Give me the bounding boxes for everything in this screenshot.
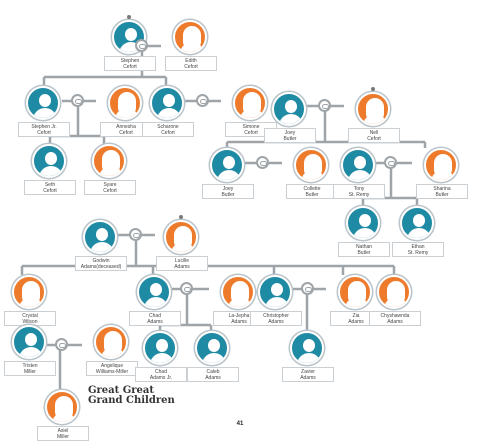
person-card[interactable]: Edith Cefort (161, 20, 221, 78)
female-avatar-icon (108, 86, 142, 120)
person-card[interactable]: Angelique Williams-Miller (82, 325, 142, 383)
person-card[interactable]: Nathan Butler (334, 206, 394, 264)
female-avatar-icon (294, 148, 328, 182)
person-name-label: Tony St. Remy (333, 184, 385, 199)
person-name-label: Joey Butler (264, 128, 316, 143)
spouse-link-icon (55, 338, 68, 351)
person-name-label: Stephen Cefort (104, 56, 156, 71)
male-avatar-icon (150, 86, 184, 120)
male-avatar-icon (143, 331, 177, 365)
female-avatar-icon (221, 275, 255, 309)
person-name-label: Lucille Adams (156, 256, 208, 271)
person-card[interactable]: Asiel Miller (33, 390, 93, 448)
spouse-link-icon (196, 94, 209, 107)
male-avatar-icon (400, 206, 434, 240)
male-avatar-icon (12, 325, 46, 359)
person-name-label: Asiel Miller (37, 426, 89, 441)
person-card[interactable]: Zavier Adams (278, 331, 338, 389)
person-name-label: Zavier Adams (282, 367, 334, 382)
person-card[interactable]: Collette Butler (282, 148, 342, 206)
male-avatar-icon (258, 275, 292, 309)
person-card[interactable]: Stephen Jr. Cefort (14, 86, 74, 144)
person-card[interactable]: Seth Cefort (20, 144, 80, 202)
person-name-label: Syare Cefort (84, 180, 136, 195)
person-name-label: Stephen Jr. Cefort (18, 122, 70, 137)
person-name-label: Seth Cefort (24, 180, 76, 195)
female-avatar-icon (45, 390, 79, 424)
female-avatar-icon (424, 148, 458, 182)
male-avatar-icon (137, 275, 171, 309)
spouse-link-icon (129, 228, 142, 241)
person-card[interactable]: Caleb Adams (183, 331, 243, 389)
person-card[interactable]: Chyshawnda Adams (365, 275, 425, 333)
person-card[interactable]: Stephen Cefort (100, 15, 160, 78)
person-name-label: Godwin Adams(deceased) (75, 256, 127, 271)
person-card[interactable]: Ethan St. Remy (388, 206, 448, 264)
person-card[interactable]: Nell Cefort (344, 87, 404, 150)
spouse-link-icon (180, 282, 193, 295)
male-avatar-icon (346, 206, 380, 240)
spouse-link-icon (256, 156, 269, 169)
male-avatar-icon (290, 331, 324, 365)
person-name-label: Angelique Williams-Miller (86, 361, 138, 376)
pin-marker-icon (371, 87, 375, 91)
female-avatar-icon (12, 275, 46, 309)
male-avatar-icon (195, 331, 229, 365)
female-avatar-icon (377, 275, 411, 309)
person-name-label: Tristen Miller (4, 361, 56, 376)
male-avatar-icon (32, 144, 66, 178)
person-name-label: Joey Butler (202, 184, 254, 199)
male-avatar-icon (112, 20, 146, 54)
person-card[interactable]: Scharone Cefort (138, 86, 198, 144)
person-name-label: Caleb Adams (187, 367, 239, 382)
person-name-label: Chad Adams (129, 311, 181, 326)
person-card[interactable]: Chad Adams (125, 275, 185, 333)
person-name-label: Chyshawnda Adams (369, 311, 421, 326)
female-avatar-icon (356, 92, 390, 126)
person-card[interactable]: Tony St. Remy (329, 148, 389, 206)
person-name-label: Sharina Butler (416, 184, 468, 199)
spouse-link-icon (318, 99, 331, 112)
person-name-label: Christopher Adams (250, 311, 302, 326)
male-avatar-icon (341, 148, 375, 182)
person-card[interactable]: Christopher Adams (246, 275, 306, 333)
person-card[interactable]: Syare Cefort (80, 144, 140, 202)
pin-marker-icon (127, 15, 131, 19)
page-number: 41 (236, 421, 244, 427)
person-card[interactable]: Lucille Adams (152, 215, 212, 278)
male-avatar-icon (210, 148, 244, 182)
female-avatar-icon (233, 86, 267, 120)
person-name-label: Nathan Butler (338, 242, 390, 257)
person-card[interactable]: Joey Butler (260, 92, 320, 150)
female-avatar-icon (338, 275, 372, 309)
person-card[interactable]: Tristen Miller (0, 325, 60, 383)
spouse-link-icon (301, 282, 314, 295)
person-card[interactable]: Joey Butler (198, 148, 258, 206)
spouse-link-icon (384, 156, 397, 169)
person-name-label: Chad Adams Jr. (135, 367, 187, 382)
female-avatar-icon (164, 220, 198, 254)
female-avatar-icon (173, 20, 207, 54)
person-name-label: Crystal Wilson (4, 311, 56, 326)
generation-caption: Great Great Grand Children (88, 385, 175, 406)
spouse-link-icon (71, 94, 84, 107)
person-card[interactable]: Sharina Butler (412, 148, 472, 206)
person-name-label: Ethan St. Remy (392, 242, 444, 257)
person-card[interactable]: Zia Adams (326, 275, 386, 333)
male-avatar-icon (272, 92, 306, 126)
female-avatar-icon (94, 325, 128, 359)
person-card[interactable]: Chad Adams Jr. (131, 331, 191, 389)
pin-marker-icon (179, 215, 183, 219)
spouse-link-icon (135, 39, 148, 52)
person-name-label: Scharone Cefort (142, 122, 194, 137)
female-avatar-icon (92, 144, 126, 178)
person-name-label: Edith Cefort (165, 56, 217, 71)
person-card[interactable]: Godwin Adams(deceased) (71, 220, 131, 278)
person-name-label: Nell Cefort (348, 128, 400, 143)
male-avatar-icon (26, 86, 60, 120)
male-avatar-icon (83, 220, 117, 254)
